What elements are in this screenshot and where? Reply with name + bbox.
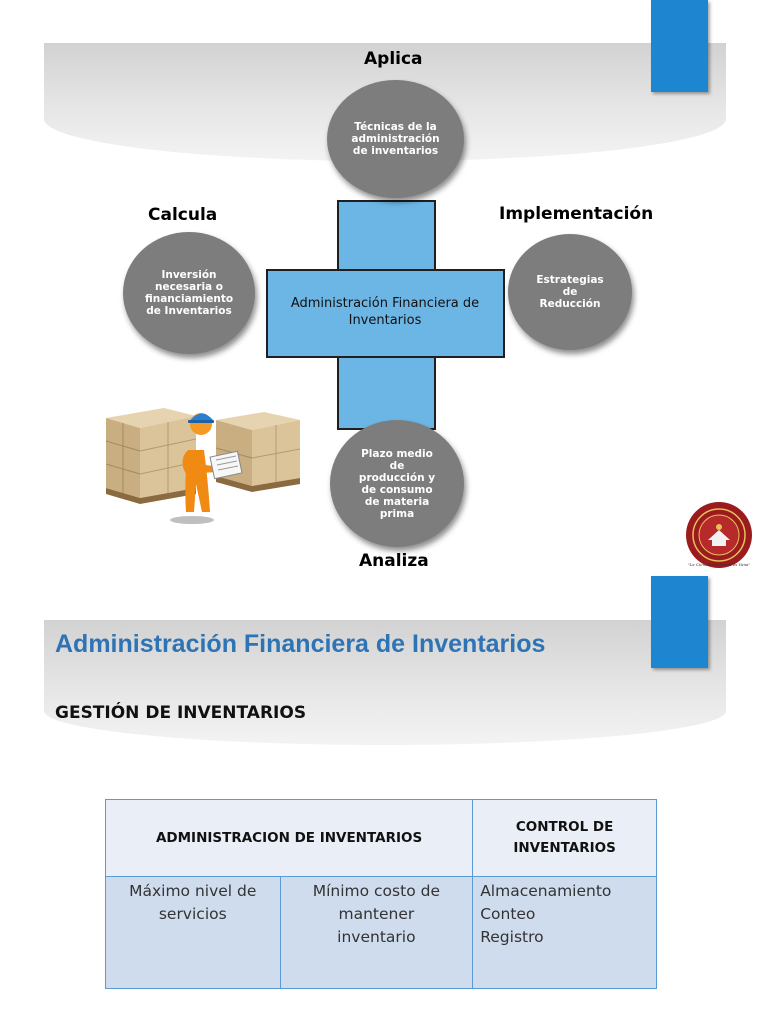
label-calcula: Calcula	[148, 205, 218, 225]
circle-bottom: Plazo medio de producción y de consumo d…	[330, 420, 464, 547]
label-implementacion: Implementación	[499, 204, 654, 224]
slide-table: Administración Financiera de Inventarios…	[0, 576, 768, 1024]
circle-bottom-text: Plazo medio de producción y de consumo d…	[358, 447, 436, 520]
box-stack-left-icon	[105, 408, 197, 504]
header-banner	[44, 620, 726, 745]
center-label: Administración Financiera de Inventarios	[290, 296, 480, 328]
label-analiza: Analiza	[359, 551, 429, 571]
seal-motto: "La Ciencia sin Moral es Vana"	[687, 562, 751, 567]
slide-subtitle: GESTIÓN DE INVENTARIOS	[55, 703, 307, 723]
table-header-row: ADMINISTRACION DE INVENTARIOS CONTROL DE…	[104, 799, 657, 877]
blue-accent-tab	[651, 0, 708, 92]
cell-maximo-nivel: Máximo nivel de servicios	[105, 876, 281, 989]
cell-minimo-costo: Mínimo costo de mantener inventario	[279, 876, 474, 989]
cell-minimo-costo-text: Mínimo costo de mantener inventario	[312, 882, 440, 946]
worker-figure-icon	[170, 413, 243, 524]
slide-title: Administración Financiera de Inventarios	[55, 630, 546, 658]
inventory-table: ADMINISTRACION DE INVENTARIOS CONTROL DE…	[104, 799, 657, 989]
university-seal-logo	[686, 502, 752, 568]
blue-accent-tab	[651, 576, 708, 668]
list-item: Almacenamiento	[480, 882, 612, 900]
header-control-text: CONTROL DE INVENTARIOS	[513, 819, 616, 856]
list-item: Registro	[480, 928, 544, 946]
header-control: CONTROL DE INVENTARIOS	[472, 799, 657, 877]
circle-top: Técnicas de la administración de inventa…	[327, 80, 464, 198]
circle-right: Estrategias de Reducción	[508, 234, 632, 350]
list-item: Conteo	[480, 905, 536, 923]
label-aplica: Aplica	[364, 49, 423, 69]
slide-diagram: Aplica Calcula Implementación Analiza Ad…	[44, 0, 752, 571]
box-stack-right-icon	[215, 412, 301, 492]
table-row: Máximo nivel de servicios Mínimo costo d…	[105, 876, 657, 989]
circle-top-text: Técnicas de la administración de inventa…	[351, 121, 440, 157]
plus-center-fill	[339, 271, 430, 352]
circle-left-text: Inversión necesaria o financiamiento de …	[144, 269, 234, 317]
cell-control-list: Almacenamiento Conteo Registro	[472, 876, 657, 989]
circle-right-text: Estrategias de Reducción	[536, 274, 604, 310]
warehouse-worker-illustration	[105, 408, 301, 524]
header-administracion: ADMINISTRACION DE INVENTARIOS	[104, 799, 474, 877]
circle-left: Inversión necesaria o financiamiento de …	[123, 232, 255, 354]
